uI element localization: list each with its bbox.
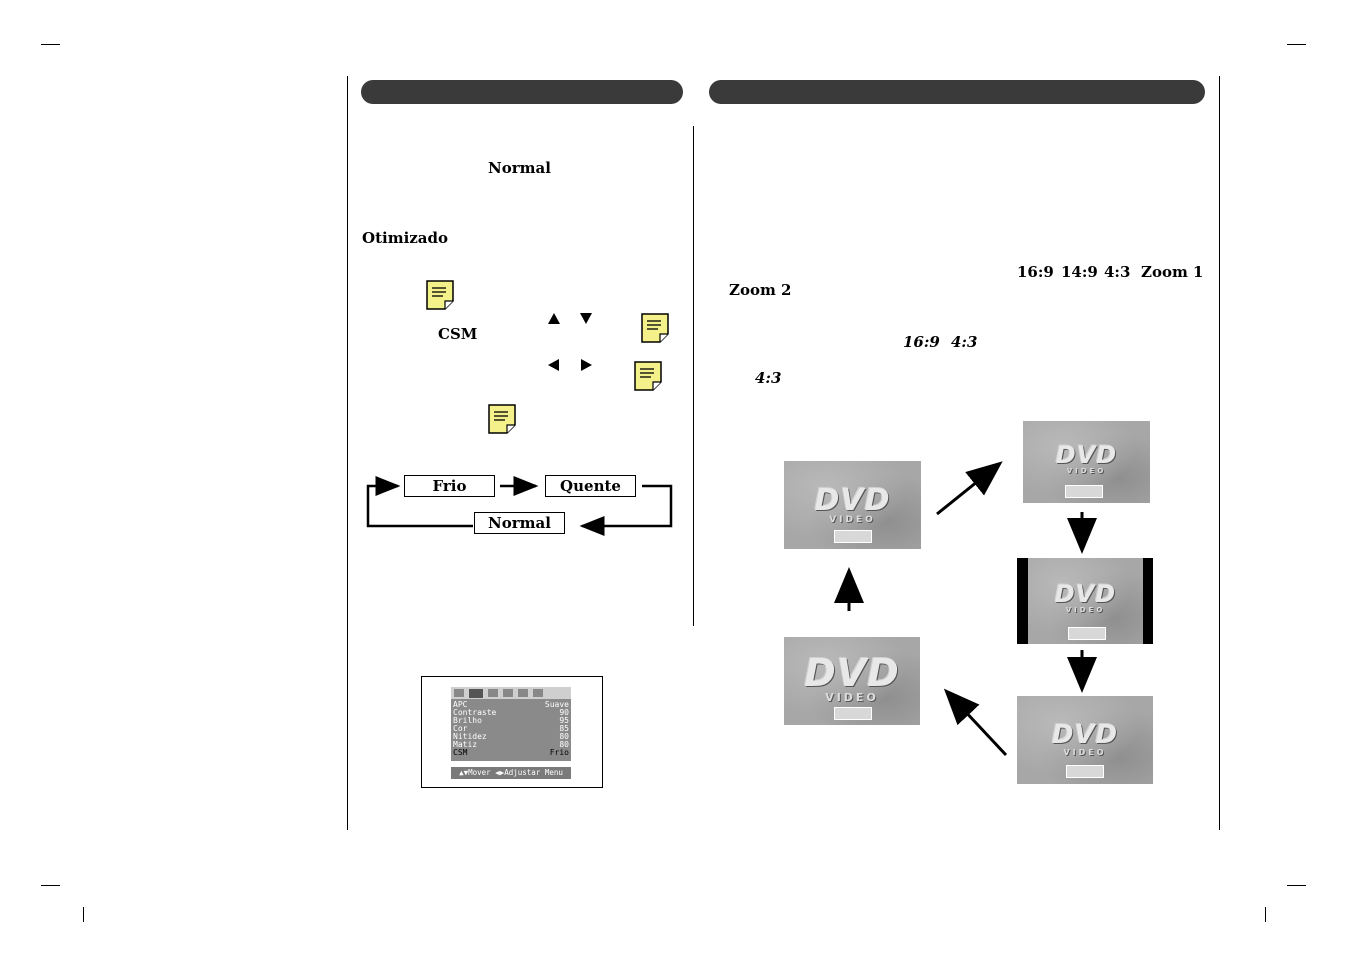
screen-button-bar bbox=[1065, 485, 1103, 498]
crop-mark bbox=[83, 907, 84, 922]
screen-thumbnail-169: DVD VIDEO bbox=[1023, 421, 1150, 503]
left-margin-rule bbox=[347, 76, 348, 830]
crop-mark bbox=[1265, 907, 1266, 922]
crop-mark bbox=[1287, 44, 1306, 45]
column-divider bbox=[693, 126, 694, 626]
cycle-box-quente: Quente bbox=[545, 475, 636, 497]
screen-thumbnail-149: DVD VIDEO bbox=[1017, 696, 1153, 784]
left-arrow-icon bbox=[548, 359, 559, 371]
note-icon bbox=[426, 280, 454, 310]
otimizado-label: Otimizado bbox=[362, 229, 448, 247]
normal-label: Normal bbox=[488, 159, 551, 177]
format-zoom2: Zoom 2 bbox=[729, 281, 792, 299]
cycle-box-normal: Normal bbox=[474, 512, 565, 534]
up-arrow-icon bbox=[548, 313, 560, 324]
note-icon bbox=[641, 313, 669, 343]
screen-thumbnail-43: DVD VIDEO bbox=[1028, 558, 1143, 644]
crop-mark bbox=[1287, 885, 1306, 886]
screen-button-bar bbox=[834, 707, 872, 720]
screen-thumbnail-43-frame: DVD VIDEO bbox=[1017, 558, 1153, 644]
screen-thumbnail-zoom2: DVD VIDEO bbox=[784, 637, 920, 725]
right-margin-rule bbox=[1219, 76, 1220, 830]
format-43: 4:3 bbox=[1104, 263, 1131, 281]
screen-thumbnail-zoom: DVD VIDEO bbox=[784, 461, 921, 549]
format-149: 14:9 bbox=[1061, 263, 1098, 281]
right-section-header bbox=[709, 80, 1205, 104]
format-zoom1: Zoom 1 bbox=[1141, 263, 1204, 281]
note-icon bbox=[488, 404, 516, 434]
crop-mark bbox=[41, 885, 60, 886]
note-icon bbox=[634, 361, 662, 391]
csm-label: CSM bbox=[438, 325, 478, 343]
screen-button-bar bbox=[1066, 765, 1104, 778]
down-arrow-icon bbox=[580, 313, 592, 324]
crop-mark bbox=[41, 44, 60, 45]
osd-icon-strip bbox=[451, 687, 571, 699]
right-arrow-icon bbox=[581, 359, 592, 371]
left-section-header bbox=[361, 80, 683, 104]
cycle-box-frio: Frio bbox=[404, 475, 495, 497]
italic-169: 16:9 bbox=[903, 333, 940, 351]
csm-cycle-arrows bbox=[366, 476, 673, 536]
format-cycle-arrows bbox=[834, 461, 1097, 757]
italic-43-second: 4:3 bbox=[755, 369, 782, 387]
screen-button-bar bbox=[834, 530, 872, 543]
screen-button-bar bbox=[1068, 627, 1106, 640]
italic-43: 4:3 bbox=[951, 333, 978, 351]
format-169: 16:9 bbox=[1017, 263, 1054, 281]
osd-footer: ▲▼Mover ◀▶Adjustar Menu bbox=[451, 767, 571, 779]
